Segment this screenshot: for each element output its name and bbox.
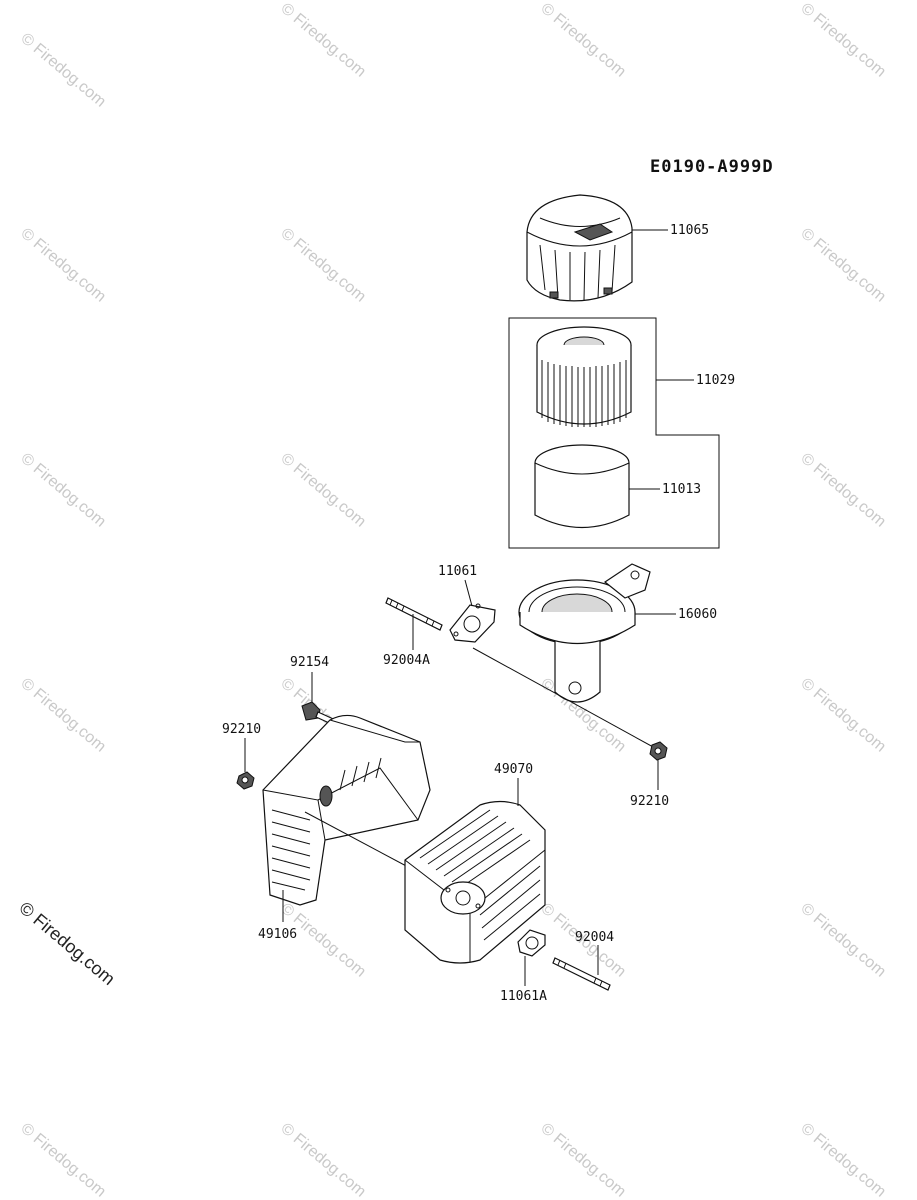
part-label-11061A: 11061A <box>500 989 547 1004</box>
part-11061A-drawing <box>517 929 546 986</box>
watermark-text: © Firedog.com <box>537 0 628 81</box>
part-16060-drawing <box>518 563 676 703</box>
watermark-text: © Firedog.com <box>797 0 888 81</box>
part-92004-drawing <box>552 945 611 991</box>
watermark-text: © Firedog.com <box>797 225 888 306</box>
part-label-11065: 11065 <box>670 223 709 238</box>
assembly-line <box>472 647 656 749</box>
part-49106-drawing <box>262 714 431 922</box>
part-label-92210-right: 92210 <box>630 794 669 809</box>
watermark-text: © Firedog.com <box>797 675 888 756</box>
part-label-92154: 92154 <box>290 655 329 670</box>
watermark-text: © Firedog.com <box>797 450 888 531</box>
part-label-11013: 11013 <box>662 482 701 497</box>
part-49070-drawing <box>404 778 546 964</box>
watermark-text: © Firedog.com <box>797 900 888 981</box>
part-11061-drawing <box>449 579 496 643</box>
assembly-line <box>304 811 411 869</box>
diagram-code: E0190-A999D <box>650 157 774 177</box>
part-label-49106: 49106 <box>258 927 297 942</box>
part-label-92004A: 92004A <box>383 653 430 668</box>
part-92004A-drawing <box>385 597 443 650</box>
part-11013-drawing <box>534 444 660 528</box>
watermark-text: © Firedog.com <box>17 30 108 111</box>
part-92210-left-drawing <box>236 738 255 790</box>
part-label-11029: 11029 <box>696 373 735 388</box>
watermark-text: © Firedog.com <box>17 675 108 756</box>
watermark-corner: © Firedog.com <box>15 898 118 989</box>
part-11065-drawing <box>526 194 668 302</box>
watermark-text: © Firedog.com <box>277 0 368 81</box>
part-label-49070: 49070 <box>494 762 533 777</box>
watermark-text: © Firedog.com <box>277 450 368 531</box>
part-label-16060: 16060 <box>678 607 717 622</box>
watermark-text: © Firedog.com <box>17 1120 108 1200</box>
part-label-11061: 11061 <box>438 564 477 579</box>
watermark-text: © Firedog.com <box>17 225 108 306</box>
watermark-text: © Firedog.com <box>17 450 108 531</box>
part-92210-right-drawing <box>649 741 668 790</box>
watermark-text: © Firedog.com <box>277 1120 368 1200</box>
part-11029-drawing <box>536 326 632 427</box>
part-label-92004: 92004 <box>575 930 614 945</box>
watermark-text: © Firedog.com <box>277 225 368 306</box>
watermarks: © Firedog.com © Firedog.com © Firedog.co… <box>15 0 888 1200</box>
watermark-text: © Firedog.com <box>537 1120 628 1200</box>
watermark-text: © Firedog.com <box>797 1120 888 1200</box>
part-11029-bracket <box>508 317 720 549</box>
part-label-92210-left: 92210 <box>222 722 261 737</box>
